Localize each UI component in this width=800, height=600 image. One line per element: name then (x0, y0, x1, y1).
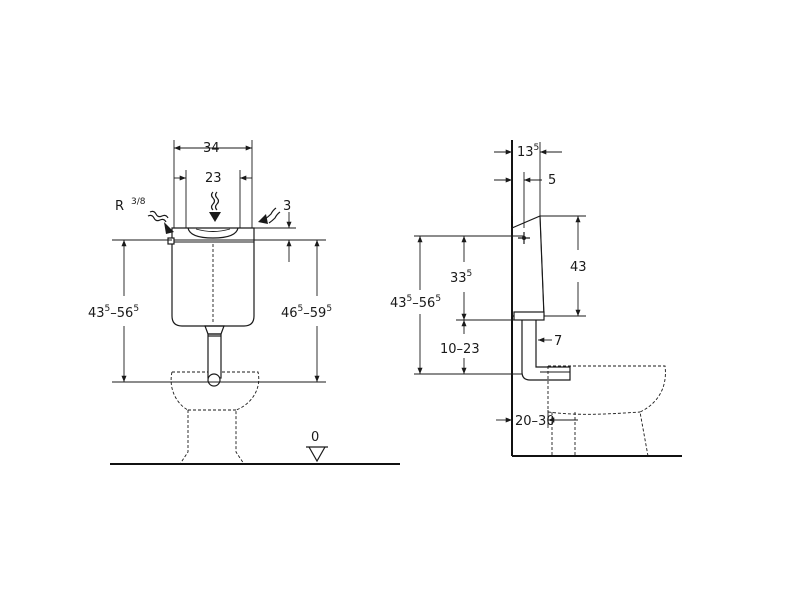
svg-text:3/8: 3/8 (131, 197, 146, 207)
svg-text:135: 135 (517, 143, 539, 160)
dim-side-top-depth: 135 (517, 143, 539, 160)
dim-side-pipe-offset: 7 (554, 334, 562, 349)
dim-side-top-small: 5 (548, 173, 556, 188)
front-view: 0 34 23 (88, 140, 400, 465)
svg-text:465–595: 465–595 (281, 304, 332, 321)
cistern-side (511, 215, 545, 317)
toilet-side-outline (547, 365, 666, 457)
dim-side-wall-distance: 20–30 (515, 414, 555, 429)
dim-front-right-height: 465–595 (281, 304, 332, 321)
cistern-front (171, 227, 255, 327)
flush-button-front (187, 227, 239, 239)
dim-side-mid-height: 335 (450, 269, 472, 286)
svg-text:435–565: 435–565 (390, 294, 441, 311)
floor-level-marker: 0 (306, 430, 328, 463)
toilet-front-outline (170, 371, 260, 465)
dim-side-pipe-height: 10–23 (440, 342, 480, 357)
dim-side-tank-height: 43 (570, 260, 587, 275)
svg-text:R: R (115, 199, 124, 214)
svg-text:335: 335 (450, 269, 472, 286)
dim-front-left-height: 435–565 (88, 304, 139, 321)
dim-width-outer: 34 (203, 141, 220, 156)
floor-level-label: 0 (311, 430, 319, 445)
side-view: 135 5 43 335 435–565 10–23 (390, 140, 682, 457)
dim-width-inner: 23 (205, 171, 222, 186)
dim-lid-offset: 3 (283, 199, 291, 214)
flush-pipe-front (207, 333, 222, 379)
dim-side-left-height: 435–565 (390, 294, 441, 311)
flush-pipe-side (521, 316, 571, 381)
dim-connection: R 3/8 (115, 197, 146, 214)
svg-text:435–565: 435–565 (88, 304, 139, 321)
